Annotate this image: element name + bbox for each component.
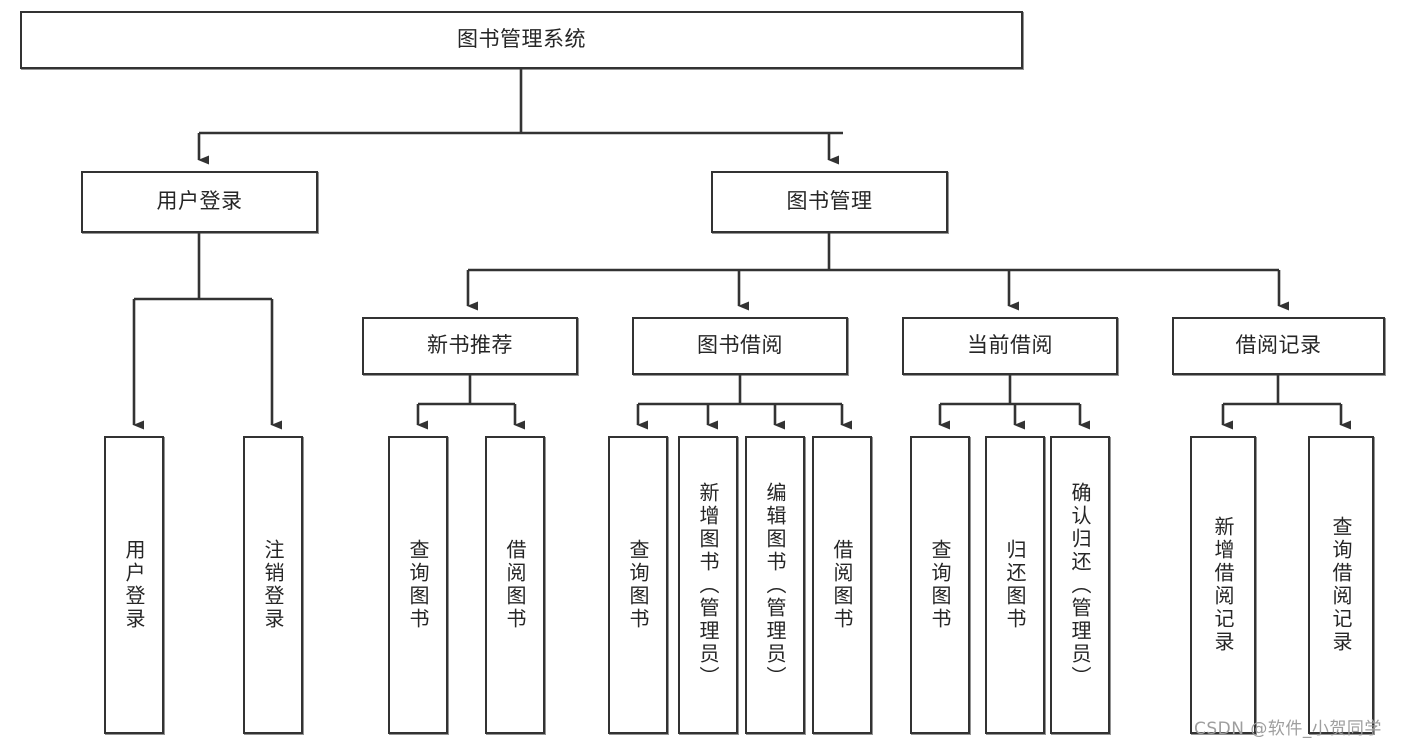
leaf-return-book[interactable]: 归还图书 (985, 436, 1045, 734)
leaf-user-login[interactable]: 用户登录 (104, 436, 164, 734)
edge-group-borrow-record (1221, 375, 1351, 430)
edge-group-root (197, 69, 843, 165)
leaf-add-borrow-record[interactable]: 新增借阅记录 (1190, 436, 1256, 734)
node-new-book-recommend[interactable]: 新书推荐 (362, 317, 578, 375)
leaf-edit-book-admin[interactable]: 编辑图书（管理员） (745, 436, 805, 734)
leaf-query-book-recommend[interactable]: 查询图书 (388, 436, 448, 734)
node-label: 查询图书 (406, 539, 430, 631)
node-label: 确认归还（管理员） (1068, 481, 1092, 689)
node-root-system[interactable]: 图书管理系统 (20, 11, 1023, 69)
leaf-logout-login[interactable]: 注销登录 (243, 436, 303, 734)
leaf-add-book-admin[interactable]: 新增图书（管理员） (678, 436, 738, 734)
node-label: 查询图书 (626, 539, 650, 631)
node-user-login[interactable]: 用户登录 (81, 171, 318, 233)
node-borrow-record[interactable]: 借阅记录 (1172, 317, 1385, 375)
edge-group-user-login (132, 233, 282, 430)
node-book-management[interactable]: 图书管理 (711, 171, 948, 233)
node-label: 新书推荐 (427, 333, 513, 358)
node-label: 用户登录 (156, 189, 243, 214)
node-book-borrow[interactable]: 图书借阅 (632, 317, 848, 375)
node-current-borrow[interactable]: 当前借阅 (902, 317, 1118, 375)
edge-group-book-borrow (636, 375, 852, 430)
node-label: 查询图书 (928, 539, 952, 631)
node-label: 编辑图书（管理员） (763, 481, 787, 689)
leaf-borrow-book[interactable]: 借阅图书 (812, 436, 872, 734)
node-label: 借阅图书 (503, 539, 527, 631)
node-label: 借阅图书 (830, 539, 854, 631)
node-label: 当前借阅 (967, 333, 1053, 358)
edge-group-new-book-recommend (416, 375, 525, 430)
node-label: 注销登录 (261, 539, 285, 631)
node-label: 用户登录 (122, 539, 146, 631)
node-label: 新增图书（管理员） (696, 481, 720, 689)
node-label: 归还图书 (1003, 539, 1027, 631)
node-label: 借阅记录 (1235, 333, 1322, 358)
edge-group-book-management (466, 233, 1289, 311)
node-label: 图书借阅 (697, 333, 783, 358)
leaf-confirm-return-admin[interactable]: 确认归还（管理员） (1050, 436, 1110, 734)
node-label: 图书管理系统 (457, 27, 586, 52)
leaf-query-borrow-record[interactable]: 查询借阅记录 (1308, 436, 1374, 734)
csdn-watermark: CSDN @软件_小贺同学 (1194, 719, 1382, 739)
leaf-query-book-current[interactable]: 查询图书 (910, 436, 970, 734)
node-label: 查询借阅记录 (1329, 516, 1353, 654)
node-label: 图书管理 (786, 189, 873, 214)
leaf-query-book-borrow[interactable]: 查询图书 (608, 436, 668, 734)
node-label: 新增借阅记录 (1211, 516, 1235, 654)
leaf-borrow-book-recommend[interactable]: 借阅图书 (485, 436, 545, 734)
edge-group-current-borrow (938, 375, 1090, 430)
